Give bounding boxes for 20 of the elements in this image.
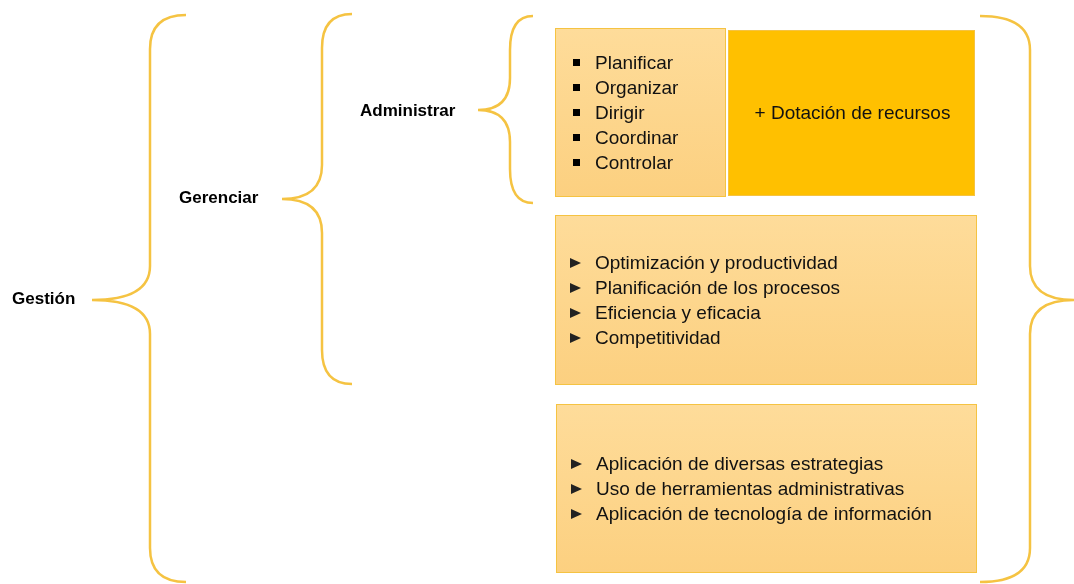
list-item: Aplicación de tecnología de información [571,501,964,526]
list-item: Planificar [570,50,713,75]
list-item: Aplicación de diversas estrategias [571,451,964,476]
list-box [555,215,977,385]
term-label: Administrar [360,101,456,121]
list-item: Controlar [570,150,713,175]
list-item: Coordinar [570,125,713,150]
list-box [556,404,977,573]
list-item: Optimización y productividad [570,250,964,275]
list-item: Dirigir [570,100,713,125]
process-box [728,30,975,196]
term-label: Gerenciar [179,188,259,208]
term-label: Gestión [12,289,76,309]
list-item: Uso de herramientas administrativas [571,476,964,501]
list-item: Eficiencia y eficacia [570,300,964,325]
list-item: Competitividad [570,325,964,350]
box-text: + Dotación de recursos [754,102,951,124]
list-item: Planificación de los procesos [570,275,964,300]
list-item: Organizar [570,75,713,100]
list-box [555,28,726,197]
